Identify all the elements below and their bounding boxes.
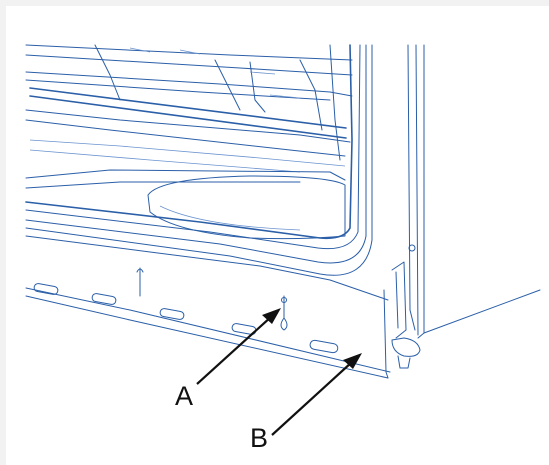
callout-b-label: B — [250, 423, 268, 453]
door-frame — [383, 44, 541, 379]
door-gasket — [25, 44, 353, 240]
keyhole-left — [136, 267, 144, 297]
rack-line — [25, 44, 353, 61]
oven-foot — [391, 337, 421, 357]
screw — [408, 244, 416, 252]
oven-cavity — [25, 44, 391, 379]
hinge-bracket — [391, 261, 407, 339]
callout-b-arrow — [271, 353, 362, 436]
callout-a-label: A — [175, 381, 193, 411]
drain-point-a — [280, 295, 288, 331]
rack-bar — [29, 87, 347, 129]
vent-slots — [33, 267, 339, 354]
callout-a-arrow — [196, 308, 281, 385]
drawing-panel — [6, 6, 549, 465]
